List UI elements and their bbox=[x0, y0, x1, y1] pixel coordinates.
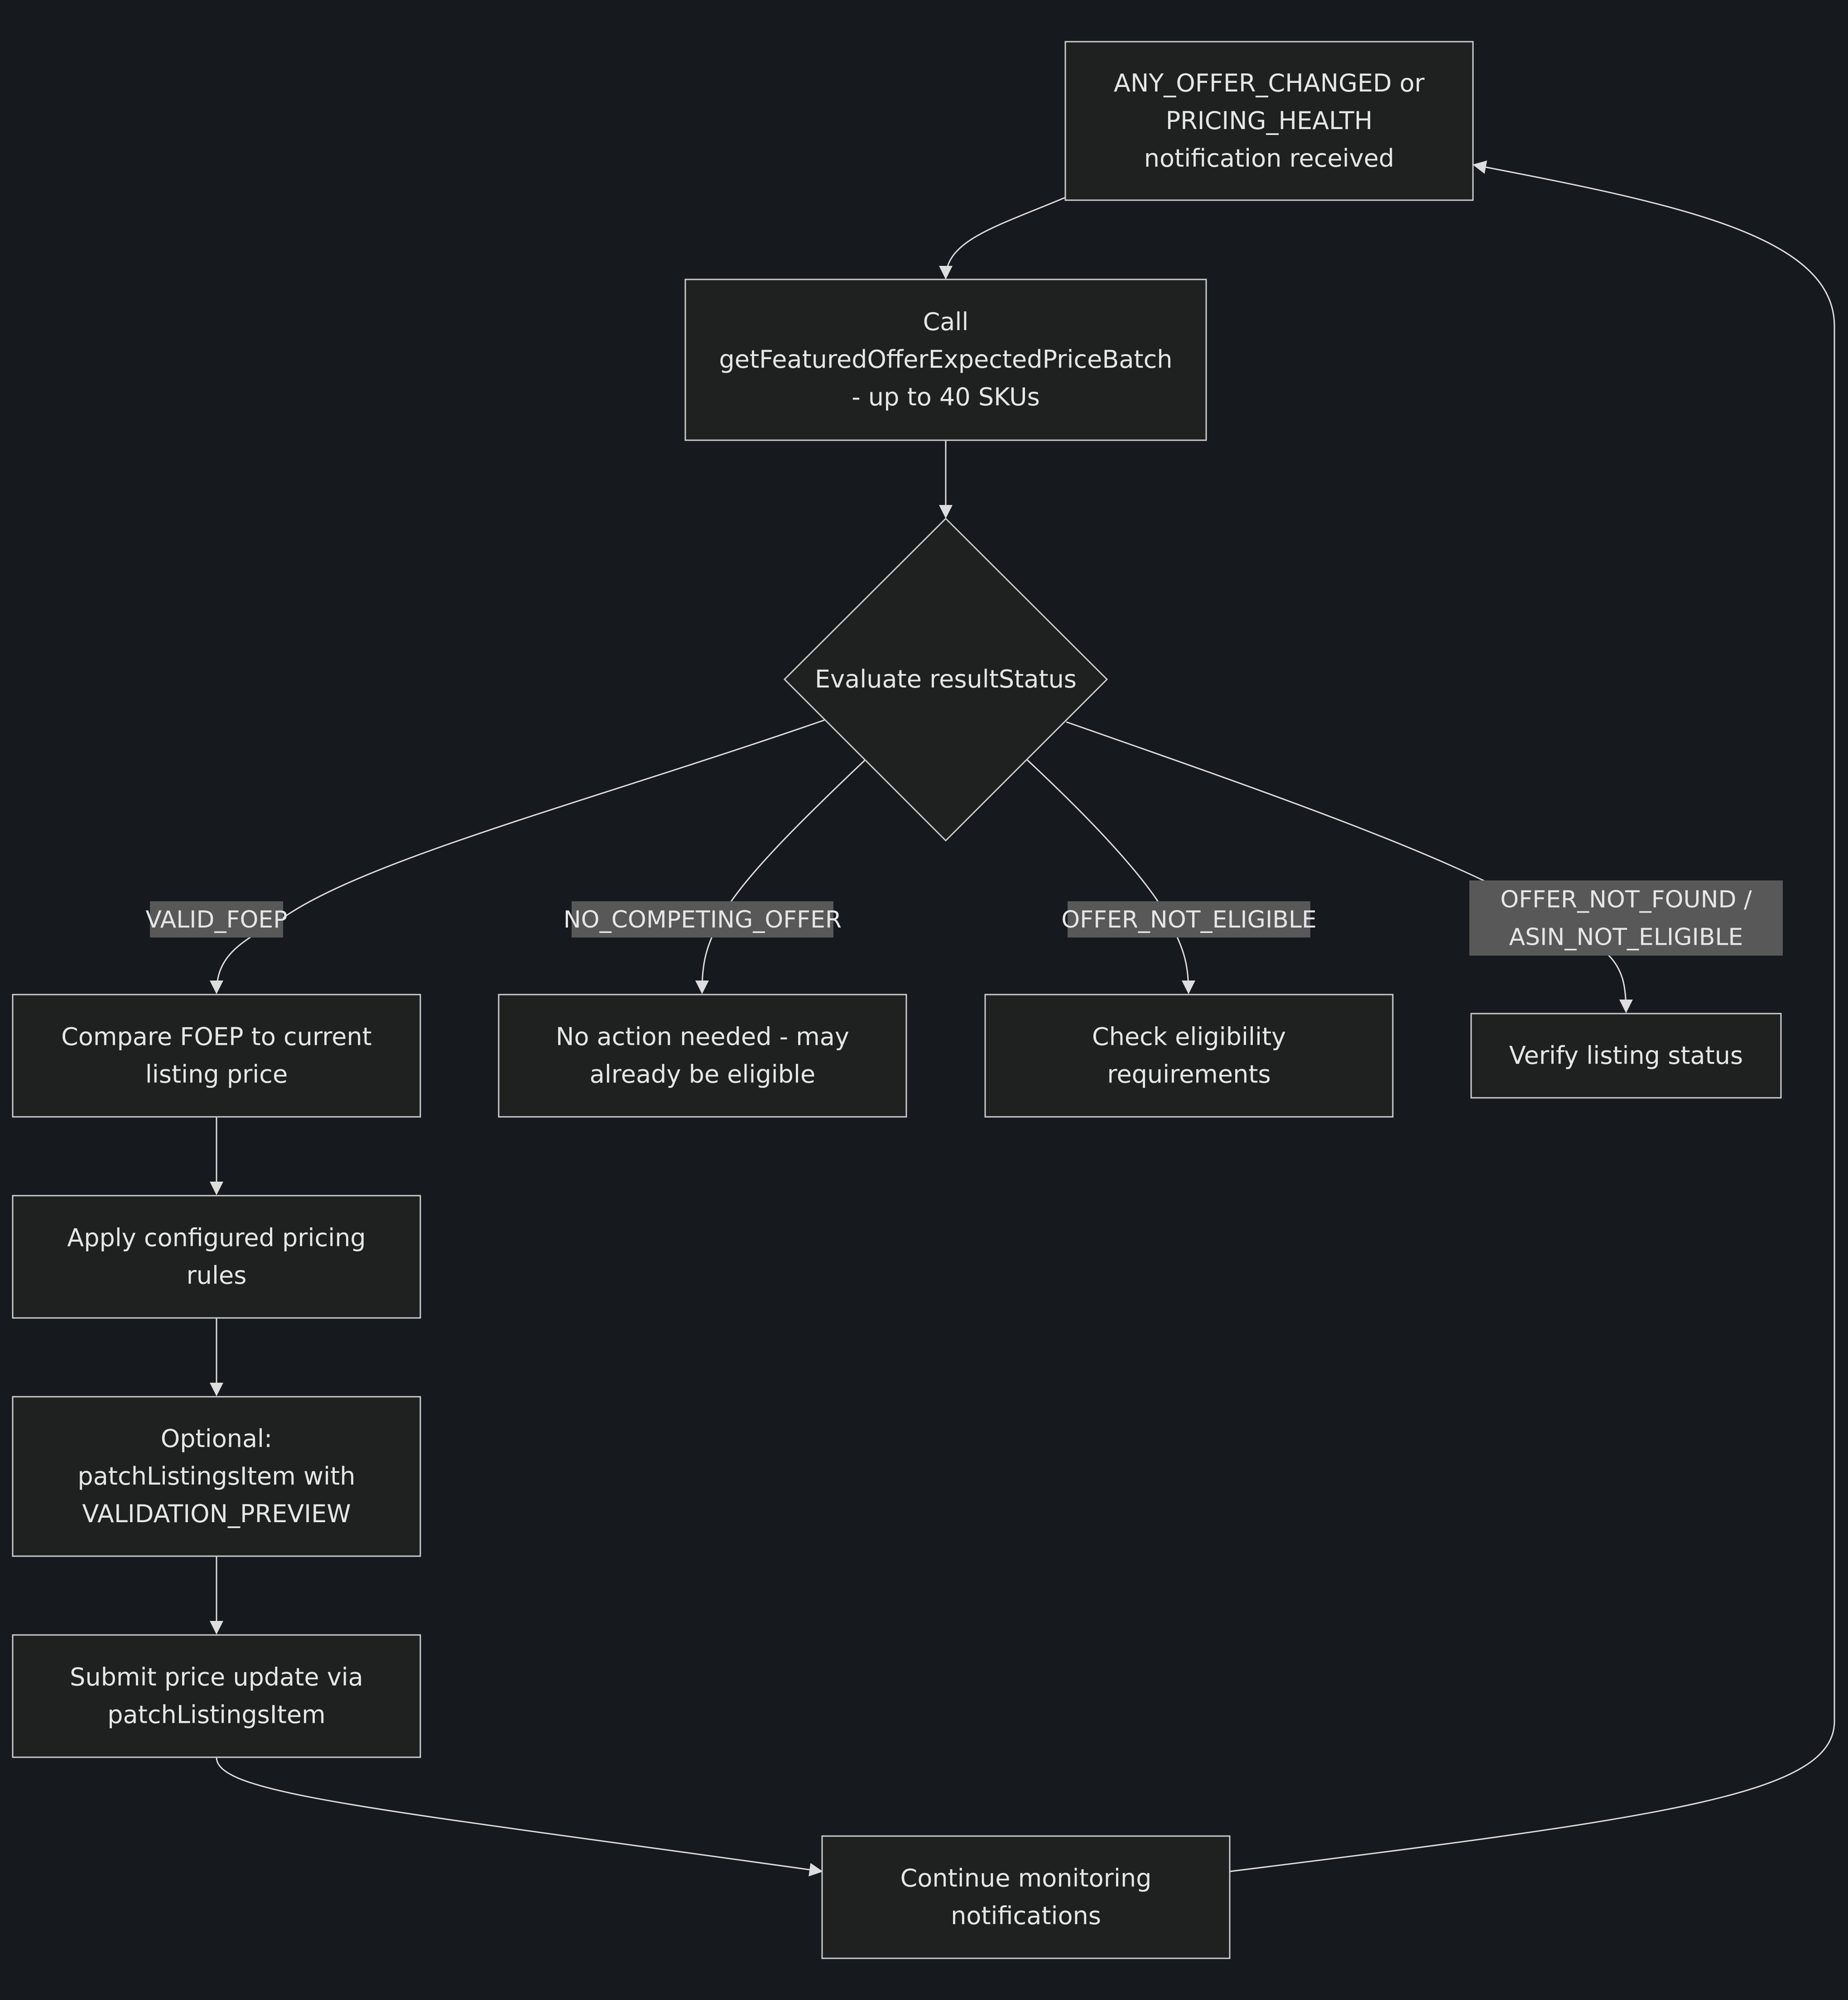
text-line: - up to 40 SKUs bbox=[852, 383, 1040, 411]
text-line: Submit price update via bbox=[70, 1663, 363, 1692]
text-line: Evaluate resultStatus bbox=[815, 665, 1077, 693]
text-line: ANY_OFFER_CHANGED or bbox=[1114, 69, 1425, 97]
edge-continue-to-trigger bbox=[1230, 160, 1835, 1872]
text-line: Apply configured pricing bbox=[67, 1224, 366, 1252]
edge-evaluate-to-check-eligibility bbox=[1026, 759, 1195, 994]
text-line: Continue monitoring bbox=[900, 1864, 1152, 1893]
node-verify-listing: Verify listing status bbox=[1470, 1013, 1782, 1099]
text-line: rules bbox=[187, 1261, 247, 1290]
text-line: listing price bbox=[145, 1060, 288, 1089]
node-compare: Compare FOEP to current listing price bbox=[12, 994, 421, 1118]
node-check-eligibility: Check eligibility requirements bbox=[984, 994, 1394, 1118]
node-continue-monitoring: Continue monitoring notifications bbox=[821, 1835, 1231, 1959]
edge-label-offer-not-found: OFFER_NOT_FOUND / ASIN_NOT_ELIGIBLE bbox=[1469, 880, 1783, 956]
text-line: notification received bbox=[1144, 144, 1394, 173]
node-submit-update: Submit price update via patchListingsItem bbox=[12, 1634, 421, 1758]
node-label-continue-monitoring: Continue monitoring notifications bbox=[900, 1864, 1152, 1930]
node-call-api: Call getFeaturedOfferExpectedPriceBatch - … bbox=[684, 279, 1207, 441]
edge-trigger-to-call bbox=[939, 197, 1066, 279]
edge-label-text-offer-not-found: OFFER_NOT_FOUND / ASIN_NOT_ELIGIBLE bbox=[1500, 886, 1752, 951]
node-label-submit-update: Submit price update via patchListingsItem bbox=[70, 1663, 363, 1729]
text-line: ASIN_NOT_ELIGIBLE bbox=[1509, 924, 1743, 951]
node-label-no-action: No action needed - may already be eligibl… bbox=[556, 1023, 849, 1089]
text-line: Check eligibility bbox=[1092, 1023, 1286, 1051]
edge-evaluate-to-no-action bbox=[695, 759, 866, 994]
node-apply-rules: Apply configured pricing rules bbox=[12, 1195, 421, 1319]
text-line: patchListingsItem bbox=[107, 1701, 325, 1729]
edge-label-valid-foep: VALID_FOEP bbox=[145, 901, 288, 938]
text-line: getFeaturedOfferExpectedPriceBatch bbox=[719, 345, 1172, 374]
node-no-action: No action needed - may already be eligibl… bbox=[498, 994, 907, 1118]
node-label-compare: Compare FOEP to current listing price bbox=[61, 1023, 372, 1089]
text-line: VALIDATION_PREVIEW bbox=[82, 1500, 351, 1528]
edge-label-text-offer-not-eligible: OFFER_NOT_ELIGIBLE bbox=[1061, 906, 1317, 933]
text-line: requirements bbox=[1107, 1060, 1270, 1089]
text-line: VALID_FOEP bbox=[145, 906, 287, 933]
node-label-check-eligibility: Check eligibility requirements bbox=[1092, 1023, 1286, 1089]
text-line: OFFER_NOT_FOUND / bbox=[1500, 886, 1752, 913]
edge-submit-to-continue bbox=[216, 1757, 823, 1877]
text-line: Optional: bbox=[161, 1424, 273, 1453]
text-line: NO_COMPETING_OFFER bbox=[563, 906, 842, 933]
text-line: Call bbox=[923, 308, 969, 336]
edge-evaluate-to-verify-listing bbox=[1066, 721, 1633, 1013]
edge-label-offer-not-eligible: OFFER_NOT_ELIGIBLE bbox=[1061, 901, 1317, 938]
node-label-verify-listing: Verify listing status bbox=[1509, 1041, 1743, 1070]
text-line: PRICING_HEALTH bbox=[1166, 106, 1373, 135]
node-label-apply-rules: Apply configured pricing rules bbox=[67, 1224, 366, 1290]
edge-evaluate-to-compare bbox=[210, 719, 825, 994]
text-line: Compare FOEP to current bbox=[61, 1023, 372, 1051]
edge-label-text-valid-foep: VALID_FOEP bbox=[145, 906, 287, 933]
text-line: OFFER_NOT_ELIGIBLE bbox=[1061, 906, 1317, 933]
node-evaluate: Evaluate resultStatus bbox=[783, 517, 1108, 842]
edge-label-text-no-competing-offer: NO_COMPETING_OFFER bbox=[563, 906, 842, 933]
edge-label-no-competing-offer: NO_COMPETING_OFFER bbox=[563, 901, 842, 938]
text-line: patchListingsItem with bbox=[77, 1462, 355, 1490]
node-label-call-api: Call getFeaturedOfferExpectedPriceBatch - … bbox=[719, 308, 1172, 411]
text-line: notifications bbox=[951, 1902, 1101, 1930]
text-line: No action needed - may bbox=[556, 1023, 849, 1051]
text-line: Verify listing status bbox=[1509, 1041, 1743, 1070]
node-label-evaluate: Evaluate resultStatus bbox=[815, 665, 1077, 693]
text-line: already be eligible bbox=[590, 1060, 816, 1089]
